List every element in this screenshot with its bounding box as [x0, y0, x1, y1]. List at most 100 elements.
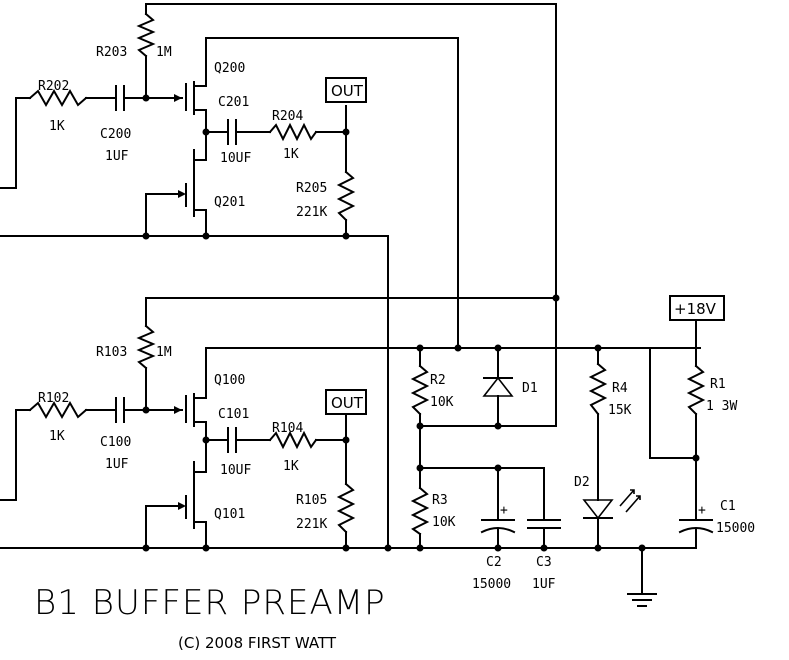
label-q200-ref: Q200 [214, 61, 245, 76]
label-d1-ref: D1 [522, 381, 538, 396]
junction [692, 454, 700, 462]
label-r204-ref: R204 [272, 109, 303, 124]
label-q100-ref: Q100 [214, 373, 245, 388]
junction [142, 406, 150, 414]
junction [494, 422, 502, 430]
label-r2-value: 10K [430, 395, 454, 410]
label-c1-ref: C1 [720, 499, 736, 514]
resistor-r103 [136, 324, 156, 370]
out-label-ch2: OUT [331, 82, 364, 100]
junction [342, 544, 350, 552]
label-r1-ref: R1 [710, 377, 726, 392]
capacitor-c2-plate-curved [480, 527, 516, 534]
label-c3-value: 1UF [532, 577, 556, 592]
label-c200-ref: C200 [100, 127, 131, 142]
resistor-r4 [588, 362, 608, 416]
resistor-r203 [136, 12, 156, 58]
resistor-r105 [336, 482, 356, 534]
resistor-r202 [28, 88, 88, 108]
out-port-ch2 [325, 77, 367, 103]
label-c1-value: 15000 [716, 521, 755, 536]
led-emission-arrow [619, 489, 635, 507]
junction [384, 544, 392, 552]
diode-d1-triangle [482, 376, 514, 397]
fet-q101-arrow [178, 502, 186, 510]
label-r202-value: 1K [49, 119, 65, 134]
labels: R203 1M R202 1K C200 1UF Q200 C201 10UF … [34, 45, 755, 652]
resistor-r205 [336, 170, 356, 222]
fet-q200-arrow [174, 94, 182, 102]
led-d2-triangle [582, 499, 614, 520]
label-c100-ref: C100 [100, 435, 131, 450]
label-c2-value: 15000 [472, 577, 511, 592]
wire-supply-rail [193, 347, 701, 399]
label-c3-ref: C3 [536, 555, 552, 570]
label-r103-ref: R103 [96, 345, 127, 360]
wire [145, 193, 179, 237]
wire [193, 521, 207, 549]
junction [202, 436, 210, 444]
label-r104-ref: R104 [272, 421, 303, 436]
capacitor-c1-plate-curved [678, 527, 714, 534]
label-r102-ref: R102 [38, 391, 69, 406]
label-c200-value: 1UF [105, 149, 129, 164]
label-r203-value: 1M [156, 45, 172, 60]
wire [145, 505, 179, 549]
junction [638, 544, 646, 552]
label-r4-value: 15K [608, 403, 632, 418]
label-r4-ref: R4 [612, 381, 628, 396]
label-c2-ref: C2 [486, 555, 502, 570]
junction [552, 294, 560, 302]
junction [416, 422, 424, 430]
label-r3-ref: R3 [432, 493, 448, 508]
label-c100-value: 1UF [105, 457, 129, 472]
label-c201-ref: C201 [218, 95, 249, 110]
junction [202, 128, 210, 136]
resistor-r102 [28, 400, 88, 420]
junction [540, 544, 548, 552]
out-label-ch1: OUT [331, 394, 364, 412]
wire-bias [145, 3, 557, 427]
junction [142, 232, 150, 240]
label-r2-ref: R2 [430, 373, 446, 388]
diagram-title: B1 BUFFER PREAMP [34, 583, 386, 623]
label-r202-ref: R202 [38, 79, 69, 94]
channel-1 [0, 294, 701, 552]
label-r105-value: 221K [296, 517, 327, 532]
junction [594, 544, 602, 552]
label-d2-ref: D2 [574, 475, 590, 490]
junction [342, 232, 350, 240]
label-r104-value: 1K [283, 459, 299, 474]
junction [142, 94, 150, 102]
out-port-ch1 [325, 389, 367, 415]
fet-q201-arrow [178, 190, 186, 198]
label-r103-value: 1M [156, 345, 172, 360]
supply-label: +18V [674, 300, 717, 318]
junction [142, 544, 150, 552]
copyright-notice: (C) 2008 FIRST WATT [178, 634, 337, 652]
input-wire-ch2 [0, 97, 31, 189]
label-c1-polarity: + [698, 503, 706, 518]
label-q201-ref: Q201 [214, 195, 245, 210]
junction [416, 544, 424, 552]
resistor-r3 [410, 486, 430, 536]
junction [494, 464, 502, 472]
wire-bias [145, 297, 557, 327]
junction [202, 232, 210, 240]
resistor-r204 [268, 122, 318, 142]
wire [649, 347, 697, 459]
wire [193, 209, 207, 237]
wire [193, 421, 207, 473]
junction [342, 128, 350, 136]
junction [594, 344, 602, 352]
label-r105-ref: R105 [296, 493, 327, 508]
label-r3-value: 10K [432, 515, 456, 530]
junction [416, 344, 424, 352]
label-r1-value: 1 3W [706, 399, 737, 414]
junction [494, 544, 502, 552]
label-c201-value: 10UF [220, 151, 251, 166]
label-r205-ref: R205 [296, 181, 327, 196]
junction [454, 344, 462, 352]
led-emission-arrow [625, 495, 641, 513]
